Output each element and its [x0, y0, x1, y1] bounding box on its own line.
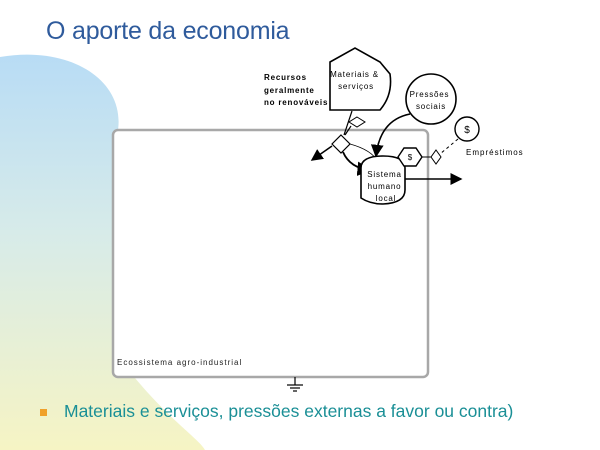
money-transaction-diamond: [430, 149, 442, 165]
flow-out-left: [310, 145, 333, 161]
bullet-text: Materiais e serviços, pressões externas …: [64, 401, 514, 421]
social-pressures-source: [405, 73, 457, 125]
resources-label: Recursos geralmente no renováveis: [264, 73, 328, 107]
bullet-marker-icon: [40, 409, 47, 416]
inner-money-node: [397, 147, 423, 167]
materials-label: Materiais & serviços: [330, 70, 382, 91]
ecosystem-boundary: [111, 128, 430, 379]
inner-money-symbol: $: [408, 153, 413, 162]
interaction-diamond: [331, 134, 351, 154]
materials-link-line: [344, 125, 352, 136]
bullet-item: Materiais e serviços, pressões externas …: [40, 401, 513, 422]
materials-services-source: [329, 47, 392, 111]
social-pressure-flow: [370, 113, 411, 158]
ecosystem-label: Ecossistema agro-industrial: [117, 358, 242, 367]
slide-title: O aporte da economia: [46, 17, 290, 45]
local-system-label: Sistema humano local: [367, 170, 405, 203]
materials-transaction-diamond: [348, 116, 366, 128]
heat-sink-ground-icon: [287, 377, 303, 392]
money-flow-dashed: [439, 138, 459, 155]
social-pressures-label: Pressões sociais: [410, 90, 453, 111]
resources-flow: [343, 110, 353, 136]
loans-label: Empréstimos: [466, 148, 524, 157]
money-source: [454, 116, 480, 142]
local-human-system: [360, 155, 406, 205]
money-symbol: $: [464, 125, 470, 136]
